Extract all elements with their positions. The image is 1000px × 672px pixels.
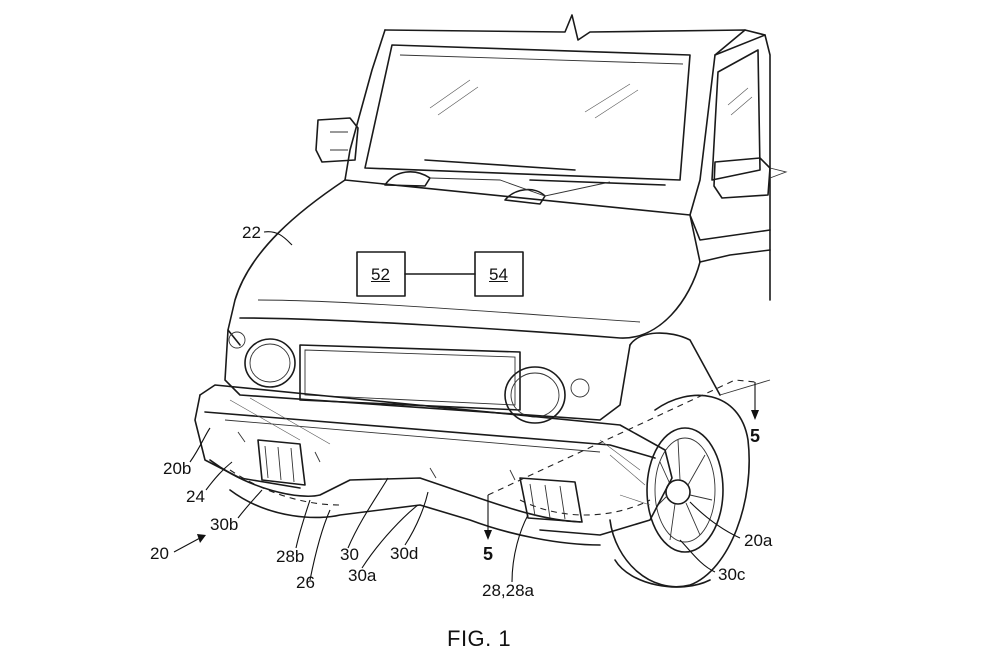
ref-label-30c: 30c [718, 565, 746, 584]
ref-label-30d: 30d [390, 544, 419, 563]
ref-label-28b: 28b [276, 547, 305, 566]
section-mark-bottom: 5 [483, 544, 494, 564]
ref-label-28-28a: 28,28a [482, 581, 534, 600]
ref-label-20a: 20a [744, 531, 773, 550]
ref-label-24: 24 [186, 487, 205, 506]
ref-label-30b: 30b [210, 515, 239, 534]
ref-label-20b: 20b [163, 459, 192, 478]
ref-label-30: 30 [340, 545, 359, 564]
section-mark-right: 5 [750, 426, 761, 446]
ref-label-22: 22 [242, 223, 261, 242]
ref-label-26: 26 [296, 573, 315, 592]
ref-label-20: 20 [150, 544, 169, 563]
figure-caption: FIG. 1 [447, 626, 512, 651]
box-54-label: 54 [489, 265, 508, 284]
ref-label-30a: 30a [348, 566, 377, 585]
box-52-label: 52 [371, 265, 390, 284]
